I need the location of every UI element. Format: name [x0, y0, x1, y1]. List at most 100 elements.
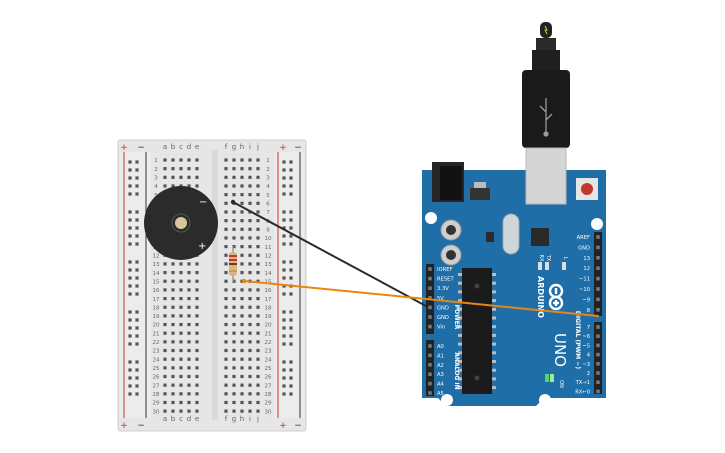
breadboard-hole[interactable]: [195, 270, 199, 275]
rail-hole[interactable]: [289, 318, 293, 322]
rail-hole[interactable]: [289, 376, 293, 380]
breadboard-hole[interactable]: [163, 348, 167, 353]
breadboard-hole[interactable]: [240, 357, 244, 361]
breadboard-hole[interactable]: [240, 201, 244, 205]
rail-hole[interactable]: [282, 384, 286, 388]
digital-header-pins[interactable]: [596, 235, 600, 394]
rail-hole[interactable]: [282, 334, 286, 338]
breadboard-hole[interactable]: [163, 409, 167, 413]
rail-hole[interactable]: [128, 334, 132, 338]
breadboard-hole[interactable]: [187, 331, 191, 335]
breadboard-hole[interactable]: [232, 279, 236, 283]
rail-hole[interactable]: [282, 292, 286, 296]
rail-hole[interactable]: [282, 376, 286, 380]
breadboard-hole[interactable]: [224, 210, 228, 214]
breadboard-hole[interactable]: [224, 348, 228, 353]
breadboard-hole[interactable]: [248, 245, 252, 249]
rail-hole[interactable]: [135, 276, 139, 280]
breadboard-hole[interactable]: [256, 253, 260, 257]
breadboard-hole[interactable]: [248, 219, 252, 223]
breadboard-hole[interactable]: [195, 158, 199, 162]
breadboard-hole[interactable]: [256, 400, 260, 405]
breadboard-hole[interactable]: [187, 314, 191, 318]
breadboard-hole[interactable]: [256, 245, 260, 249]
breadboard-hole[interactable]: [163, 167, 167, 171]
rail-hole[interactable]: [289, 184, 293, 188]
breadboard-hole[interactable]: [163, 322, 167, 327]
header-pin[interactable]: [428, 324, 432, 329]
breadboard-hole[interactable]: [224, 167, 228, 171]
breadboard-hole[interactable]: [179, 357, 183, 361]
breadboard-hole[interactable]: [163, 279, 167, 283]
rail-hole[interactable]: [135, 184, 139, 188]
breadboard-hole[interactable]: [195, 366, 199, 370]
header-pin[interactable]: [428, 372, 432, 376]
rail-hole[interactable]: [135, 360, 139, 364]
breadboard-hole[interactable]: [195, 392, 199, 396]
rail-hole[interactable]: [128, 392, 132, 396]
rail-hole[interactable]: [289, 242, 293, 246]
breadboard-hole[interactable]: [248, 392, 252, 396]
breadboard-hole[interactable]: [248, 305, 252, 309]
breadboard-hole[interactable]: [248, 288, 252, 292]
rail-hole[interactable]: [282, 168, 286, 172]
breadboard-hole[interactable]: [248, 400, 252, 405]
rail-hole[interactable]: [135, 326, 139, 330]
breadboard-hole[interactable]: [232, 158, 236, 162]
breadboard-hole[interactable]: [240, 392, 244, 396]
breadboard-hole[interactable]: [232, 193, 236, 197]
breadboard-hole[interactable]: [256, 374, 260, 379]
breadboard-hole[interactable]: [256, 158, 260, 162]
rail-hole[interactable]: [289, 268, 293, 272]
breadboard-hole[interactable]: [232, 175, 236, 179]
breadboard-hole[interactable]: [171, 279, 175, 283]
breadboard-hole[interactable]: [171, 409, 175, 413]
breadboard-hole[interactable]: [179, 374, 183, 379]
breadboard-hole[interactable]: [248, 175, 252, 179]
breadboard-hole[interactable]: [240, 219, 244, 223]
rail-hole[interactable]: [289, 384, 293, 388]
breadboard-hole[interactable]: [224, 305, 228, 309]
breadboard-hole[interactable]: [171, 331, 175, 335]
breadboard-hole[interactable]: [256, 236, 260, 240]
breadboard-hole[interactable]: [187, 262, 191, 266]
breadboard-hole[interactable]: [187, 184, 191, 188]
breadboard-hole[interactable]: [240, 236, 244, 240]
rail-hole[interactable]: [289, 226, 293, 230]
breadboard-hole[interactable]: [187, 158, 191, 162]
breadboard-hole[interactable]: [240, 184, 244, 188]
breadboard-hole[interactable]: [224, 219, 228, 223]
breadboard-hole[interactable]: [248, 253, 252, 257]
breadboard-hole[interactable]: [195, 409, 199, 413]
breadboard-hole[interactable]: [248, 322, 252, 327]
rail-hole[interactable]: [135, 368, 139, 372]
breadboard-hole[interactable]: [240, 175, 244, 179]
breadboard-hole[interactable]: [163, 296, 167, 301]
breadboard-hole[interactable]: [240, 210, 244, 214]
rail-hole[interactable]: [282, 284, 286, 288]
breadboard-hole[interactable]: [232, 348, 236, 353]
breadboard-hole[interactable]: [179, 158, 183, 162]
breadboard-hole[interactable]: [163, 175, 167, 179]
rail-hole[interactable]: [135, 334, 139, 338]
breadboard-hole[interactable]: [240, 340, 244, 344]
breadboard-hole[interactable]: [240, 158, 244, 162]
header-pin[interactable]: [428, 286, 432, 290]
rail-hole[interactable]: [282, 242, 286, 246]
breadboard-hole[interactable]: [232, 167, 236, 171]
rail-hole[interactable]: [289, 192, 293, 196]
rail-hole[interactable]: [128, 218, 132, 222]
breadboard-hole[interactable]: [256, 322, 260, 327]
breadboard-hole[interactable]: [240, 193, 244, 197]
breadboard-hole[interactable]: [256, 305, 260, 309]
breadboard-hole[interactable]: [256, 262, 260, 266]
breadboard-hole[interactable]: [240, 167, 244, 171]
breadboard-hole[interactable]: [171, 392, 175, 396]
breadboard-hole[interactable]: [224, 253, 228, 257]
breadboard-hole[interactable]: [171, 167, 175, 171]
breadboard-hole[interactable]: [224, 322, 228, 327]
rail-hole[interactable]: [135, 226, 139, 230]
breadboard-hole[interactable]: [171, 322, 175, 327]
breadboard-hole[interactable]: [179, 400, 183, 405]
breadboard-hole[interactable]: [195, 262, 199, 266]
